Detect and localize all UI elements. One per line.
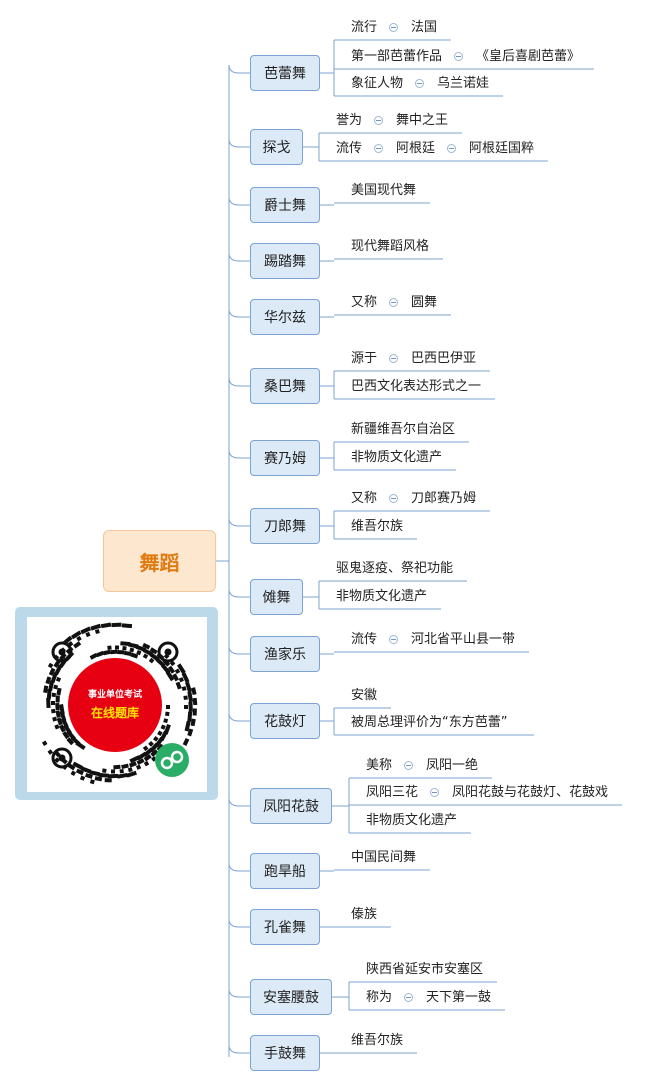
topic-16[interactable]: 手鼓舞: [250, 1035, 320, 1071]
topic-15-row-1-part-1[interactable]: 陕西省延安市安塞区: [366, 962, 484, 977]
topic-12-row-2-part-2[interactable]: 凤阳花鼓与花鼓灯、花鼓戏: [452, 785, 609, 800]
topic-1-row-2-part-2[interactable]: 《皇后喜剧芭蕾》: [476, 49, 581, 64]
root-topic: 舞蹈: [103, 530, 216, 592]
topic-8-row-1-part-1[interactable]: 又称: [351, 491, 378, 506]
topic-2-row-1-part-2[interactable]: 舞中之王: [396, 113, 449, 128]
topic-10-row-1-part-2[interactable]: 河北省平山县一带: [411, 632, 516, 647]
topic-2-row-1-part-1[interactable]: 誉为: [336, 113, 363, 128]
collapse-icon[interactable]: [389, 354, 398, 363]
topic-6-row-2-part-1[interactable]: 巴西文化表达形式之一: [351, 379, 482, 394]
qr-line1: 事业单位考试: [88, 688, 142, 700]
topic-11-row-2-part-1[interactable]: 被周总理评价为“东方芭蕾”: [351, 715, 508, 730]
qr-pattern-icon: 事业单位考试 在线题库: [41, 622, 198, 785]
topic-10-row-1-part-1[interactable]: 流传: [351, 632, 378, 647]
topic-12[interactable]: 凤阳花鼓: [250, 788, 332, 824]
topic-8[interactable]: 刀郎舞: [250, 508, 320, 544]
qr-line2: 在线题库: [91, 705, 139, 720]
topic-12-row-1-part-2[interactable]: 凤阳一绝: [426, 758, 479, 773]
topic-9-row-2-part-1[interactable]: 非物质文化遗产: [336, 589, 428, 604]
topic-9-row-1-part-1[interactable]: 驱鬼逐疫、祭祀功能: [336, 561, 454, 576]
topic-3[interactable]: 爵士舞: [250, 187, 320, 223]
topic-1-row-3-part-2[interactable]: 乌兰诺娃: [437, 76, 490, 91]
topic-14-row-1-part-1[interactable]: 傣族: [351, 907, 378, 922]
topic-1-row-1-part-2[interactable]: 法国: [411, 20, 438, 35]
topic-2-row-2-part-2[interactable]: 阿根廷: [396, 141, 436, 156]
topic-15-row-2-part-2[interactable]: 天下第一鼓: [426, 990, 492, 1005]
topic-3-row-1-part-1[interactable]: 美国现代舞: [351, 183, 417, 198]
topic-1[interactable]: 芭蕾舞: [250, 55, 320, 91]
topic-5-row-1-part-1[interactable]: 又称: [351, 295, 378, 310]
topic-6[interactable]: 桑巴舞: [250, 368, 320, 404]
topic-14[interactable]: 孔雀舞: [250, 909, 320, 945]
topic-1-row-2-part-1[interactable]: 第一部芭蕾作品: [351, 49, 443, 64]
topic-12-row-2-part-1[interactable]: 凤阳三花: [366, 785, 419, 800]
topic-2[interactable]: 探戈: [250, 129, 303, 165]
topic-2-row-2-part-3[interactable]: 阿根廷国粹: [469, 141, 535, 156]
topic-8-row-2-part-1[interactable]: 维吾尔族: [351, 519, 404, 534]
qr-code: 事业单位考试 在线题库: [27, 617, 207, 792]
topic-1-row-1-part-1[interactable]: 流行: [351, 20, 378, 35]
topic-13-row-1-part-1[interactable]: 中国民间舞: [351, 850, 417, 865]
topic-12-row-3-part-1[interactable]: 非物质文化遗产: [366, 813, 458, 828]
collapse-icon[interactable]: [404, 993, 413, 1002]
topic-12-row-1-part-1[interactable]: 美称: [366, 758, 393, 773]
topic-7[interactable]: 赛乃姆: [250, 440, 320, 476]
collapse-icon[interactable]: [430, 788, 439, 797]
collapse-icon[interactable]: [389, 635, 398, 644]
collapse-icon[interactable]: [389, 298, 398, 307]
collapse-icon[interactable]: [404, 761, 413, 770]
topic-1-row-3-part-1[interactable]: 象征人物: [351, 76, 404, 91]
collapse-icon[interactable]: [389, 23, 398, 32]
collapse-icon[interactable]: [374, 116, 383, 125]
topic-15[interactable]: 安塞腰鼓: [250, 979, 332, 1015]
collapse-icon[interactable]: [389, 494, 398, 503]
topic-15-row-2-part-1[interactable]: 称为: [366, 990, 393, 1005]
collapse-icon[interactable]: [447, 144, 456, 153]
topic-5-row-1-part-2[interactable]: 圆舞: [411, 295, 438, 310]
topic-6-row-1-part-2[interactable]: 巴西巴伊亚: [411, 351, 477, 366]
topic-4[interactable]: 踢踏舞: [250, 243, 320, 279]
topic-9[interactable]: 傩舞: [250, 579, 303, 615]
collapse-icon[interactable]: [374, 144, 383, 153]
topic-10[interactable]: 渔家乐: [250, 636, 320, 672]
topic-6-row-1-part-1[interactable]: 源于: [351, 351, 378, 366]
topic-5[interactable]: 华尔兹: [250, 299, 320, 335]
topic-7-row-2-part-1[interactable]: 非物质文化遗产: [351, 450, 443, 465]
topic-13[interactable]: 跑旱船: [250, 853, 320, 889]
topic-8-row-1-part-2[interactable]: 刀郎赛乃姆: [411, 491, 477, 506]
topic-2-row-2-part-1[interactable]: 流传: [336, 141, 363, 156]
collapse-icon[interactable]: [454, 52, 463, 61]
topic-16-row-1-part-1[interactable]: 维吾尔族: [351, 1033, 404, 1048]
topic-11[interactable]: 花鼓灯: [250, 703, 320, 739]
collapse-icon[interactable]: [415, 79, 424, 88]
topic-4-row-1-part-1[interactable]: 现代舞蹈风格: [351, 239, 430, 254]
topic-7-row-1-part-1[interactable]: 新疆维吾尔自治区: [351, 422, 456, 437]
topic-11-row-1-part-1[interactable]: 安徽: [351, 688, 378, 703]
